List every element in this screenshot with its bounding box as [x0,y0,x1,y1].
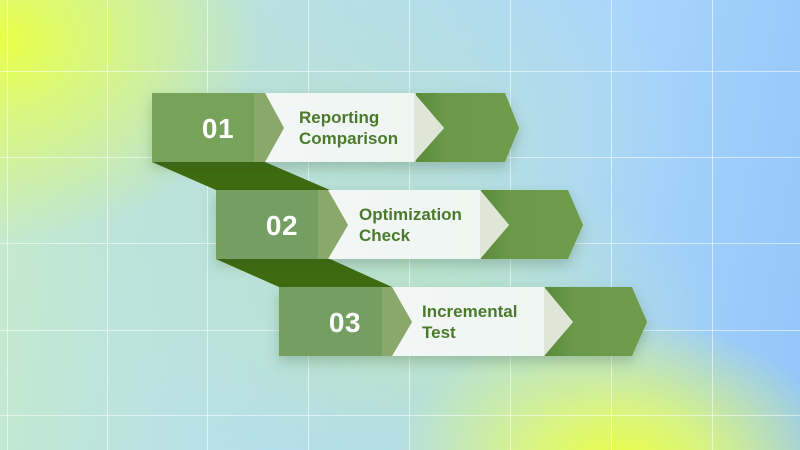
connector-2-3 [216,259,392,287]
grid-line [7,0,8,450]
step-1-shape [152,93,519,162]
step-2-number: 02 [265,210,299,241]
step-2-label-line1: Optimization [359,204,462,224]
connector-1-2 [152,162,330,190]
grid-line [0,415,800,416]
step-3-number: 03 [328,307,362,338]
step-3-label: Incremental Test [422,287,517,356]
step-3-shape [279,287,647,356]
step-1-label: Reporting Comparison [299,93,398,162]
step-3-label-line2: Test [422,322,456,342]
step-2-label-line2: Check [359,225,411,245]
step-1-label-line2: Comparison [299,128,399,148]
step-1-label-line1: Reporting [299,107,380,127]
grid-line [611,0,612,450]
grid-line [0,71,800,72]
step-2-shape [216,190,583,259]
grid-line [107,0,108,450]
step-2-label: Optimization Check [359,190,462,259]
step-3-label-line1: Incremental [422,301,518,321]
step-1-number: 01 [201,113,235,144]
grid-line [712,0,713,450]
grid-line [207,0,208,450]
